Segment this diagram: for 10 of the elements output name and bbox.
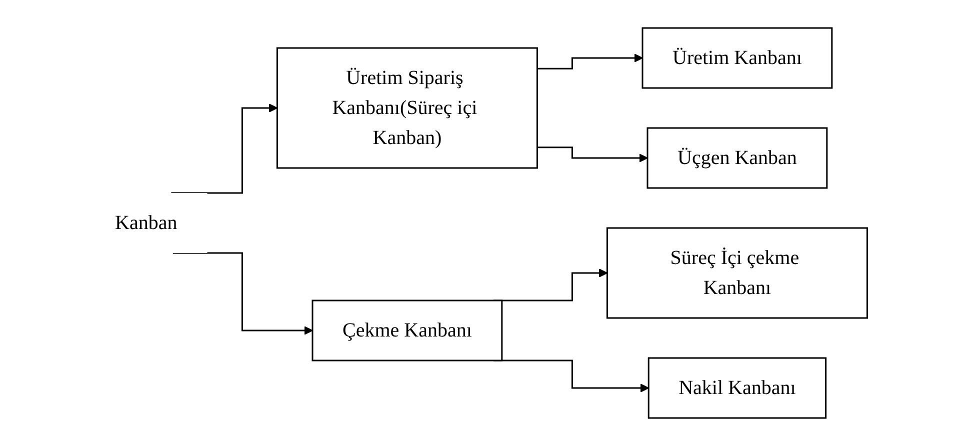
node-box: Üretim Sipariş Kanbanı(Süreç içi Kanban): [276, 46, 538, 168]
arrow: [172, 103, 278, 194]
arrow: [538, 53, 644, 69]
arrow: [173, 252, 314, 334]
node-box: Üretim Kanbanı: [642, 26, 834, 88]
node-box: Üçgen Kanban: [647, 126, 828, 188]
node-box: Çekme Kanbanı: [312, 299, 504, 361]
node-box: Nakil Kanbanı: [648, 356, 827, 418]
node-box: Süreç İçi çekme Kanbanı: [606, 226, 868, 318]
arrow: [538, 146, 648, 162]
